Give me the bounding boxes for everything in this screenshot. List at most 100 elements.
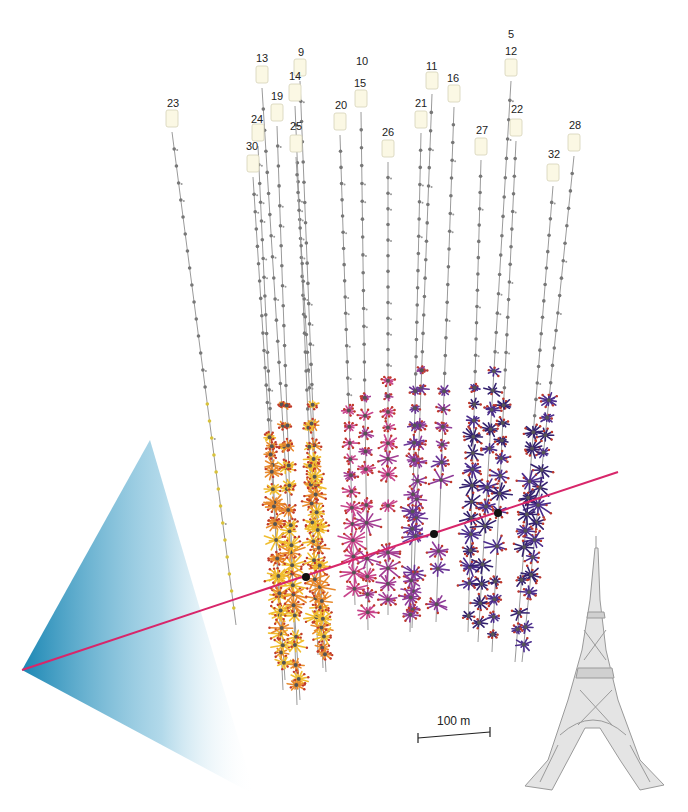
- optical-module: [478, 207, 482, 211]
- hit-dot: [317, 650, 319, 652]
- hit-dot: [301, 210, 303, 212]
- hit-dot: [350, 378, 352, 380]
- optical-module: [449, 194, 453, 198]
- optical-module: [349, 490, 353, 494]
- hit-dot: [346, 549, 348, 551]
- buoy: [505, 59, 517, 76]
- optical-module: [261, 238, 265, 242]
- optical-module: [508, 263, 512, 267]
- hit-dot: [317, 484, 319, 486]
- hit-dot: [299, 540, 301, 542]
- hit-dot: [272, 476, 274, 478]
- hit-dot: [287, 449, 289, 451]
- hit-dot: [306, 646, 308, 648]
- string-line: [515, 186, 553, 662]
- optical-module: [560, 276, 564, 280]
- optical-module: [363, 360, 367, 364]
- hit-dot: [306, 538, 308, 540]
- hit-dot: [305, 621, 307, 623]
- hit-dot: [273, 236, 275, 238]
- optical-module: [306, 282, 310, 286]
- optical-module: [261, 331, 265, 335]
- optical-module: [287, 483, 291, 487]
- optical-module: [340, 198, 344, 202]
- optical-module: [494, 331, 498, 335]
- hit-dot: [271, 511, 273, 513]
- hit-dot: [390, 318, 392, 320]
- hit-dot: [275, 450, 277, 452]
- optical-module: [257, 262, 261, 266]
- hit-dot: [181, 183, 183, 185]
- optical-module: [363, 378, 367, 382]
- optical-module: [313, 475, 317, 479]
- hit-dot: [317, 559, 319, 561]
- optical-module: [476, 272, 480, 276]
- optical-module: [291, 583, 295, 587]
- optical-module: [310, 421, 314, 425]
- string-line: [172, 132, 236, 625]
- optical-module: [261, 257, 265, 261]
- optical-module: [277, 361, 281, 365]
- hit-dot: [278, 563, 280, 565]
- hit-dot: [277, 604, 279, 606]
- hit-dot: [273, 639, 275, 641]
- optical-module: [277, 184, 281, 188]
- optical-module: [302, 297, 306, 301]
- hit-dot: [267, 523, 269, 525]
- optical-module: [272, 505, 276, 509]
- hit-dot: [284, 603, 286, 605]
- hit-dot: [284, 554, 286, 556]
- optical-module: [341, 230, 345, 234]
- optical-module: [386, 348, 390, 352]
- hit-ray: [292, 561, 305, 565]
- buoy: [290, 135, 302, 152]
- hit-dot: [269, 402, 271, 404]
- hit-dot: [328, 639, 330, 641]
- optical-module: [549, 381, 553, 385]
- optical-module: [351, 554, 355, 558]
- hit-dot: [308, 481, 310, 483]
- hit-dot: [312, 535, 314, 537]
- optical-module: [418, 183, 422, 187]
- optical-module: [283, 364, 287, 368]
- optical-module: [269, 453, 273, 457]
- optical-module: [473, 370, 477, 374]
- hit-dot: [302, 220, 304, 222]
- optical-module: [507, 298, 511, 302]
- optical-module: [312, 457, 316, 461]
- optical-module: [344, 311, 348, 315]
- hit-dot: [267, 519, 269, 521]
- optical-module: [212, 453, 216, 457]
- optical-module: [443, 372, 447, 376]
- hit-dot: [273, 567, 275, 569]
- hit-dot: [310, 462, 312, 464]
- hit-dot: [315, 501, 317, 503]
- optical-module: [447, 265, 451, 269]
- hit-ray: [354, 586, 367, 589]
- hit-dot: [353, 501, 355, 503]
- optical-module: [417, 217, 421, 221]
- hit-dot: [302, 603, 304, 605]
- hit-dot: [299, 614, 301, 616]
- optical-module: [263, 294, 267, 298]
- hit-dot: [280, 485, 282, 487]
- hit-dot: [355, 528, 357, 530]
- optical-module: [552, 346, 556, 350]
- hit-dot: [275, 457, 277, 459]
- hit-dot: [351, 422, 353, 424]
- optical-module: [479, 174, 483, 178]
- hit-dot: [345, 512, 347, 514]
- hit-dot: [309, 427, 311, 429]
- hit-dot: [326, 573, 328, 575]
- optical-module: [269, 234, 273, 238]
- optical-module: [506, 137, 510, 141]
- optical-module: [563, 241, 567, 245]
- hit-dot: [176, 149, 178, 151]
- hit-dot: [327, 530, 329, 532]
- optical-module: [505, 157, 509, 161]
- hit-dot: [346, 580, 348, 582]
- optical-module: [267, 192, 271, 196]
- hit-dot: [292, 488, 294, 490]
- hit-dot: [499, 313, 501, 315]
